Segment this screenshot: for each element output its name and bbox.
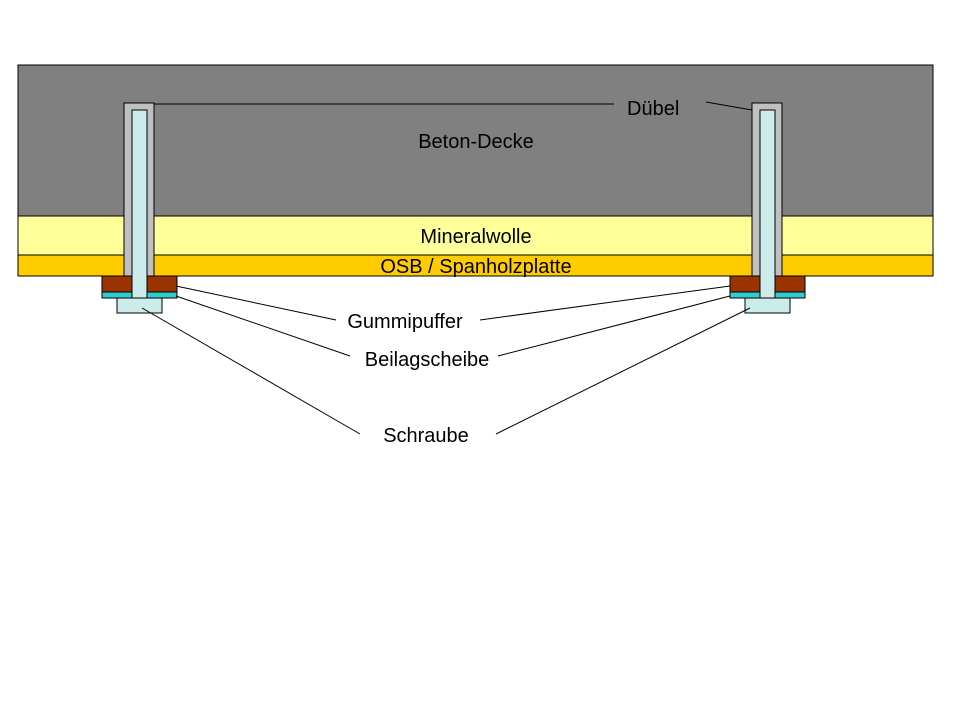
label-screw: Schraube <box>383 425 469 447</box>
leader-screw-left <box>141 307 361 435</box>
osb-board-layer <box>17 254 934 277</box>
leader-rubber-buffer-left <box>175 285 337 321</box>
screw-shaft-left <box>131 109 148 299</box>
fastener-left <box>101 102 178 314</box>
leader-screw-right <box>495 307 751 435</box>
label-washer: Beilagscheibe <box>365 349 490 371</box>
label-osb-board: OSB / Spanholzplatte <box>380 256 571 278</box>
screw-shaft-right <box>759 109 776 299</box>
leader-lines <box>141 101 753 435</box>
leader-dowel-right <box>705 101 753 111</box>
screw-head-right <box>744 297 791 314</box>
label-rubber-buffer: Gummipuffer <box>347 311 463 333</box>
leader-washer-left <box>175 295 351 357</box>
screw-head-left <box>116 297 163 314</box>
label-dowel: Dübel <box>627 98 679 120</box>
fastener-right <box>729 102 806 314</box>
leader-rubber-buffer-right <box>479 285 731 321</box>
label-concrete-ceiling: Beton-Decke <box>418 131 534 153</box>
leader-washer-right <box>497 295 731 357</box>
label-mineral-wool: Mineralwolle <box>420 226 531 248</box>
